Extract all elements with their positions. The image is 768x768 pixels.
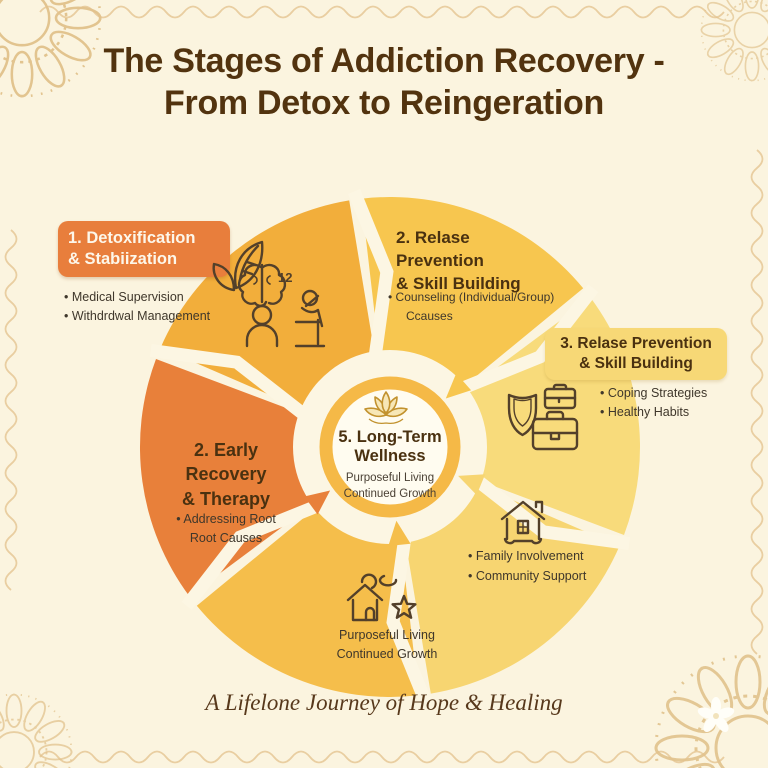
stage1-badge-line1: 1. Detoxification bbox=[68, 229, 196, 247]
stage2-heading: 2. Relase Prevention & Skill Building bbox=[396, 227, 521, 296]
segment-separator bbox=[450, 284, 599, 398]
segment-pointer bbox=[458, 474, 486, 495]
stage1-badge: 1. Detoxification & Stabiization bbox=[58, 221, 230, 278]
bullet-item: Withdrdwal Management bbox=[64, 307, 210, 326]
stage6-bullets: Addressing Root Root Causes bbox=[146, 510, 306, 549]
segment-separator bbox=[465, 469, 631, 551]
stage3-badge-line2: & Skill Building bbox=[579, 355, 693, 373]
stage6-heading-line3: & Therapy bbox=[181, 488, 271, 509]
shield-briefcase-icon bbox=[507, 383, 579, 451]
bullet-item: Healthy Habits bbox=[600, 403, 707, 422]
center-title-line1: 5. Long-Term bbox=[338, 428, 442, 446]
house-icon bbox=[500, 500, 546, 545]
stage6-heading-line2: Recovery bbox=[185, 464, 267, 485]
stage3-badge-line1: 3. Relase Prevention bbox=[560, 335, 712, 352]
stage1-bullets: Medical Supervision Withdrdwal Managemen… bbox=[64, 288, 210, 327]
scroll-border bbox=[4, 5, 764, 764]
stage5-caption: Purposeful Living Continued Growth bbox=[307, 626, 467, 665]
wheel-segment-5 bbox=[196, 508, 419, 697]
svg-text:12: 12 bbox=[278, 270, 292, 285]
stage6-heading-line1: 2. Early bbox=[193, 440, 259, 460]
house-star-icon bbox=[346, 573, 417, 622]
bullet-item: Counseling (Individual/Group) bbox=[388, 288, 555, 307]
segment-separator bbox=[386, 528, 432, 705]
bullet-item: Medical Supervision bbox=[64, 288, 210, 307]
center-label: 5. Long-Term Wellness Purposeful Living … bbox=[305, 428, 475, 503]
stage2-bullets: Counseling (Individual/Group) Ccauses bbox=[388, 288, 555, 325]
stage3-badge: 3. Relase Prevention & Skill Building bbox=[545, 328, 727, 381]
stage2-heading-line1: 2. Relase bbox=[396, 228, 470, 247]
page-title-line2: From Detox to Reingeration bbox=[164, 84, 604, 123]
bullet-item: Ccauses bbox=[406, 308, 453, 323]
segment-separator bbox=[348, 189, 394, 366]
stage5-caption-line1: Purposeful Living bbox=[339, 628, 435, 642]
icon-digits: 12 bbox=[278, 270, 292, 285]
bullet-item: Community Support bbox=[468, 566, 586, 586]
stage5-caption-line2: Continued Growth bbox=[336, 647, 438, 662]
center-subtitle-line1: Purposeful Living bbox=[345, 471, 435, 484]
stage6-heading: 2. Early Recovery & Therapy bbox=[146, 438, 306, 511]
bullet-item: Family Involvement bbox=[468, 546, 586, 566]
segment-pointer bbox=[388, 520, 411, 546]
bullet-item: Root Causes bbox=[189, 531, 263, 546]
brain-counseling-icon: 12 bbox=[237, 263, 326, 348]
white-flower-icon bbox=[697, 697, 735, 732]
page-title: The Stages of Addiction Recovery - From … bbox=[0, 40, 768, 124]
lotus-icon bbox=[364, 391, 408, 425]
center-subtitle-line2: Continued Growth bbox=[343, 487, 437, 500]
stage3-bullets: Coping Strategies Healthy Habits bbox=[600, 384, 707, 423]
bullet-item: Addressing Root bbox=[146, 510, 306, 529]
stage1-badge-line2: & Stabiization bbox=[68, 250, 178, 269]
center-title-line2: Wellness bbox=[354, 447, 426, 466]
segment-separator bbox=[149, 343, 315, 425]
center-ring bbox=[319, 376, 461, 518]
segment-pointer bbox=[304, 490, 331, 515]
page-title-line1: The Stages of Addiction Recovery - bbox=[103, 42, 665, 80]
footer-caption: A Lifelone Journey of Hope & Healing bbox=[205, 690, 563, 715]
stage2-heading-line2: Prevention bbox=[396, 250, 484, 270]
stage4-bullets: Family Involvement Community Support bbox=[468, 546, 586, 586]
bullet-item: Coping Strategies bbox=[600, 384, 707, 403]
segment-pointer bbox=[445, 373, 472, 399]
wheel-segment-6 bbox=[139, 359, 313, 597]
